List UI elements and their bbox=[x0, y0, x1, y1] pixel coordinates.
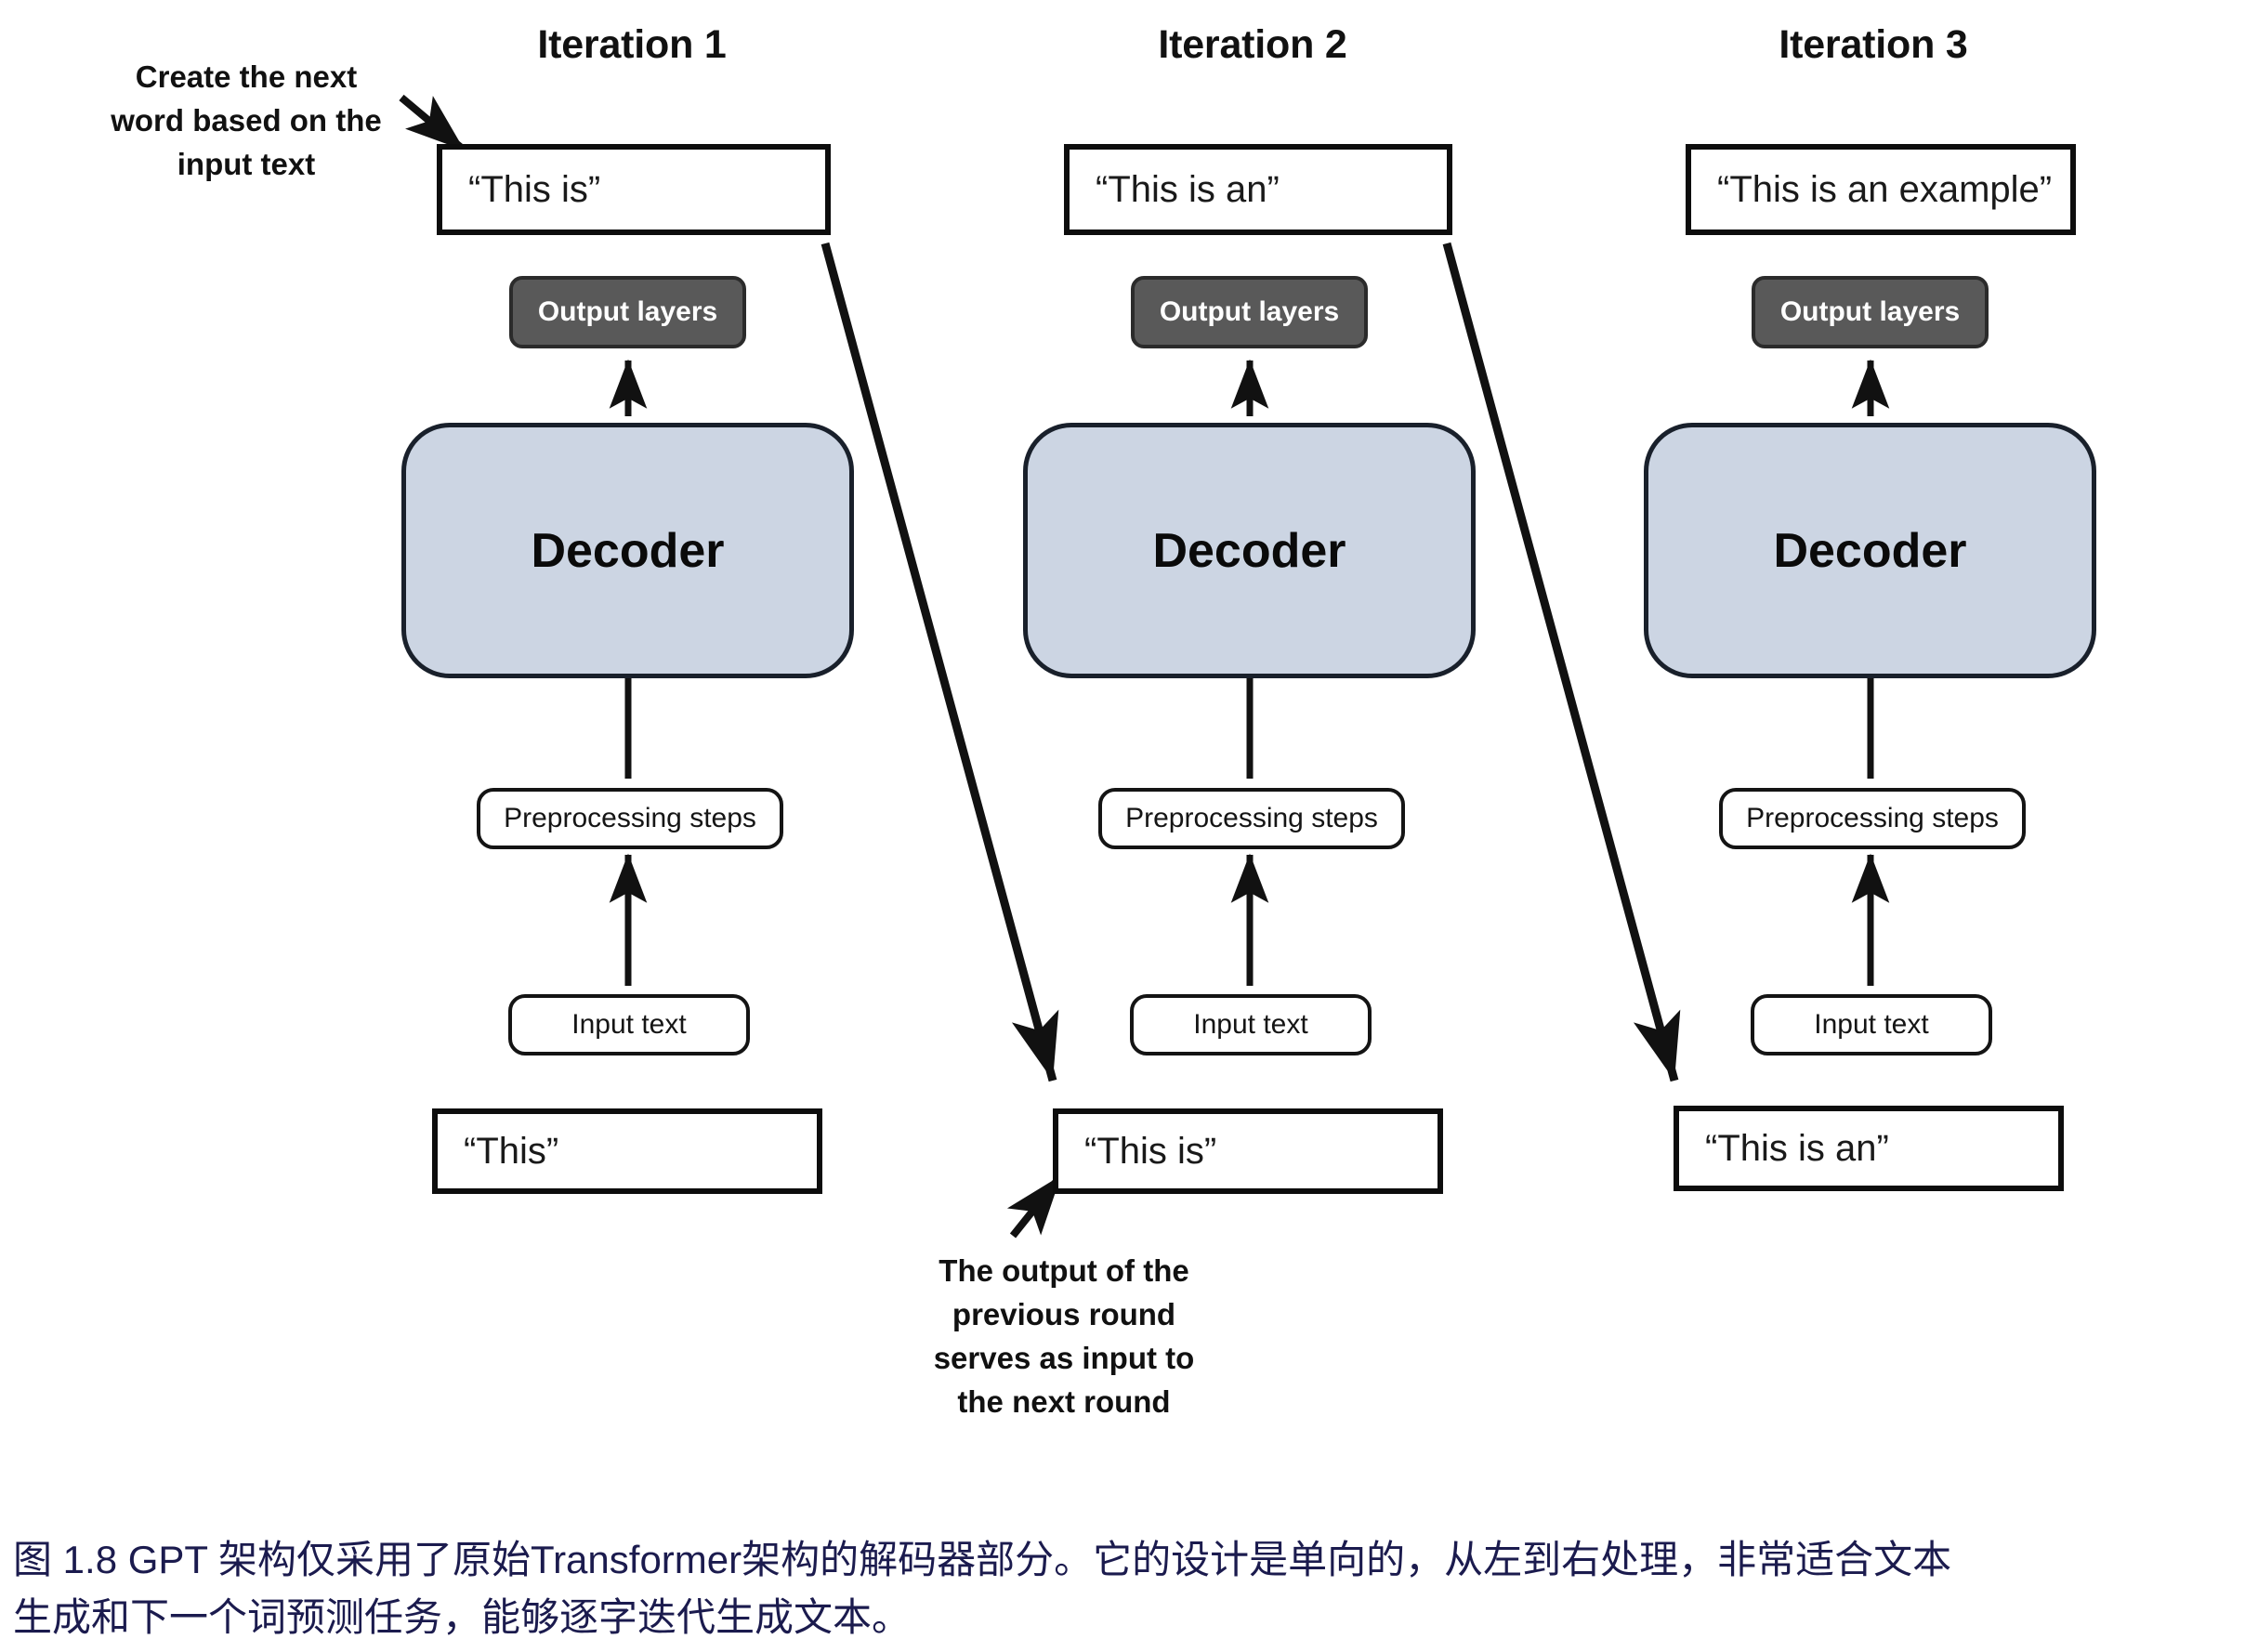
annotation-line: the next round bbox=[957, 1383, 1171, 1419]
input-sentence-box-iteration-1: “This” bbox=[432, 1108, 822, 1194]
preprocessing-label: Preprocessing steps bbox=[1746, 803, 1999, 833]
callout-arrow-top-left bbox=[399, 94, 467, 154]
annotation-line: previous round bbox=[952, 1296, 1176, 1331]
annotation-line: Create the next bbox=[135, 59, 358, 94]
output-text-value: “This is an” bbox=[1096, 169, 1280, 210]
annotation-line: input text bbox=[177, 146, 316, 181]
output-text-box-iteration-3: “This is an example” bbox=[1686, 144, 2076, 235]
output-layers-label: Output layers bbox=[1159, 296, 1340, 327]
input-text-box-iteration-1: Input text bbox=[508, 994, 750, 1055]
output-layers-label: Output layers bbox=[537, 296, 718, 327]
column-title-iteration-2: Iteration 2 bbox=[1158, 22, 1347, 67]
input-sentence-value: “This is an” bbox=[1705, 1128, 1889, 1169]
decoder-box-iteration-2: Decoder bbox=[1023, 423, 1476, 678]
output-layers-box-iteration-3: Output layers bbox=[1752, 276, 1989, 348]
input-sentence-value: “This is” bbox=[1084, 1131, 1217, 1172]
preprocessing-label: Preprocessing steps bbox=[504, 803, 756, 833]
annotation-output-serves-as-input: The output of the previous round serves … bbox=[887, 1250, 1241, 1423]
output-layers-box-iteration-2: Output layers bbox=[1131, 276, 1368, 348]
column-title-iteration-3: Iteration 3 bbox=[1779, 22, 1968, 67]
carryover-arrow-1-to-2 bbox=[820, 242, 1059, 1082]
decoder-label: Decoder bbox=[1773, 523, 1967, 578]
input-text-box-iteration-3: Input text bbox=[1751, 994, 1992, 1055]
input-text-box-iteration-2: Input text bbox=[1130, 994, 1372, 1055]
input-sentence-value: “This” bbox=[464, 1131, 559, 1172]
output-text-value: “This is an example” bbox=[1717, 169, 2053, 210]
output-text-box-iteration-2: “This is an” bbox=[1064, 144, 1452, 235]
output-text-value: “This is” bbox=[468, 169, 601, 210]
input-sentence-box-iteration-3: “This is an” bbox=[1674, 1106, 2064, 1191]
annotation-line: word based on the bbox=[111, 102, 382, 138]
input-text-label: Input text bbox=[1814, 1009, 1929, 1040]
preprocessing-box-iteration-3: Preprocessing steps bbox=[1719, 788, 2026, 849]
input-text-label: Input text bbox=[571, 1009, 687, 1040]
decoder-label: Decoder bbox=[531, 523, 725, 578]
annotation-line: serves as input to bbox=[933, 1340, 1195, 1375]
decoder-box-iteration-3: Decoder bbox=[1644, 423, 2096, 678]
decoder-label: Decoder bbox=[1152, 523, 1346, 578]
output-layers-box-iteration-1: Output layers bbox=[509, 276, 746, 348]
annotation-line: The output of the bbox=[939, 1253, 1189, 1288]
preprocessing-box-iteration-2: Preprocessing steps bbox=[1098, 788, 1405, 849]
decoder-box-iteration-1: Decoder bbox=[401, 423, 854, 678]
annotation-create-next-word: Create the next word based on the input … bbox=[102, 56, 390, 187]
figure-caption: 图 1.8 GPT 架构仅采用了原始Transformer架构的解码器部分。它的… bbox=[13, 1531, 2243, 1646]
output-layers-label: Output layers bbox=[1779, 296, 1961, 327]
caption-line-1: 图 1.8 GPT 架构仅采用了原始Transformer架构的解码器部分。它的… bbox=[13, 1538, 1952, 1581]
preprocessing-box-iteration-1: Preprocessing steps bbox=[477, 788, 783, 849]
output-text-box-iteration-1: “This is” bbox=[437, 144, 831, 235]
input-sentence-box-iteration-2: “This is” bbox=[1053, 1108, 1443, 1194]
caption-line-2: 生成和下一个词预测任务，能够逐字迭代生成文本。 bbox=[13, 1595, 912, 1640]
preprocessing-label: Preprocessing steps bbox=[1125, 803, 1378, 833]
column-title-iteration-1: Iteration 1 bbox=[537, 22, 727, 67]
input-text-label: Input text bbox=[1193, 1009, 1308, 1040]
carryover-arrow-2-to-3 bbox=[1442, 242, 1681, 1082]
